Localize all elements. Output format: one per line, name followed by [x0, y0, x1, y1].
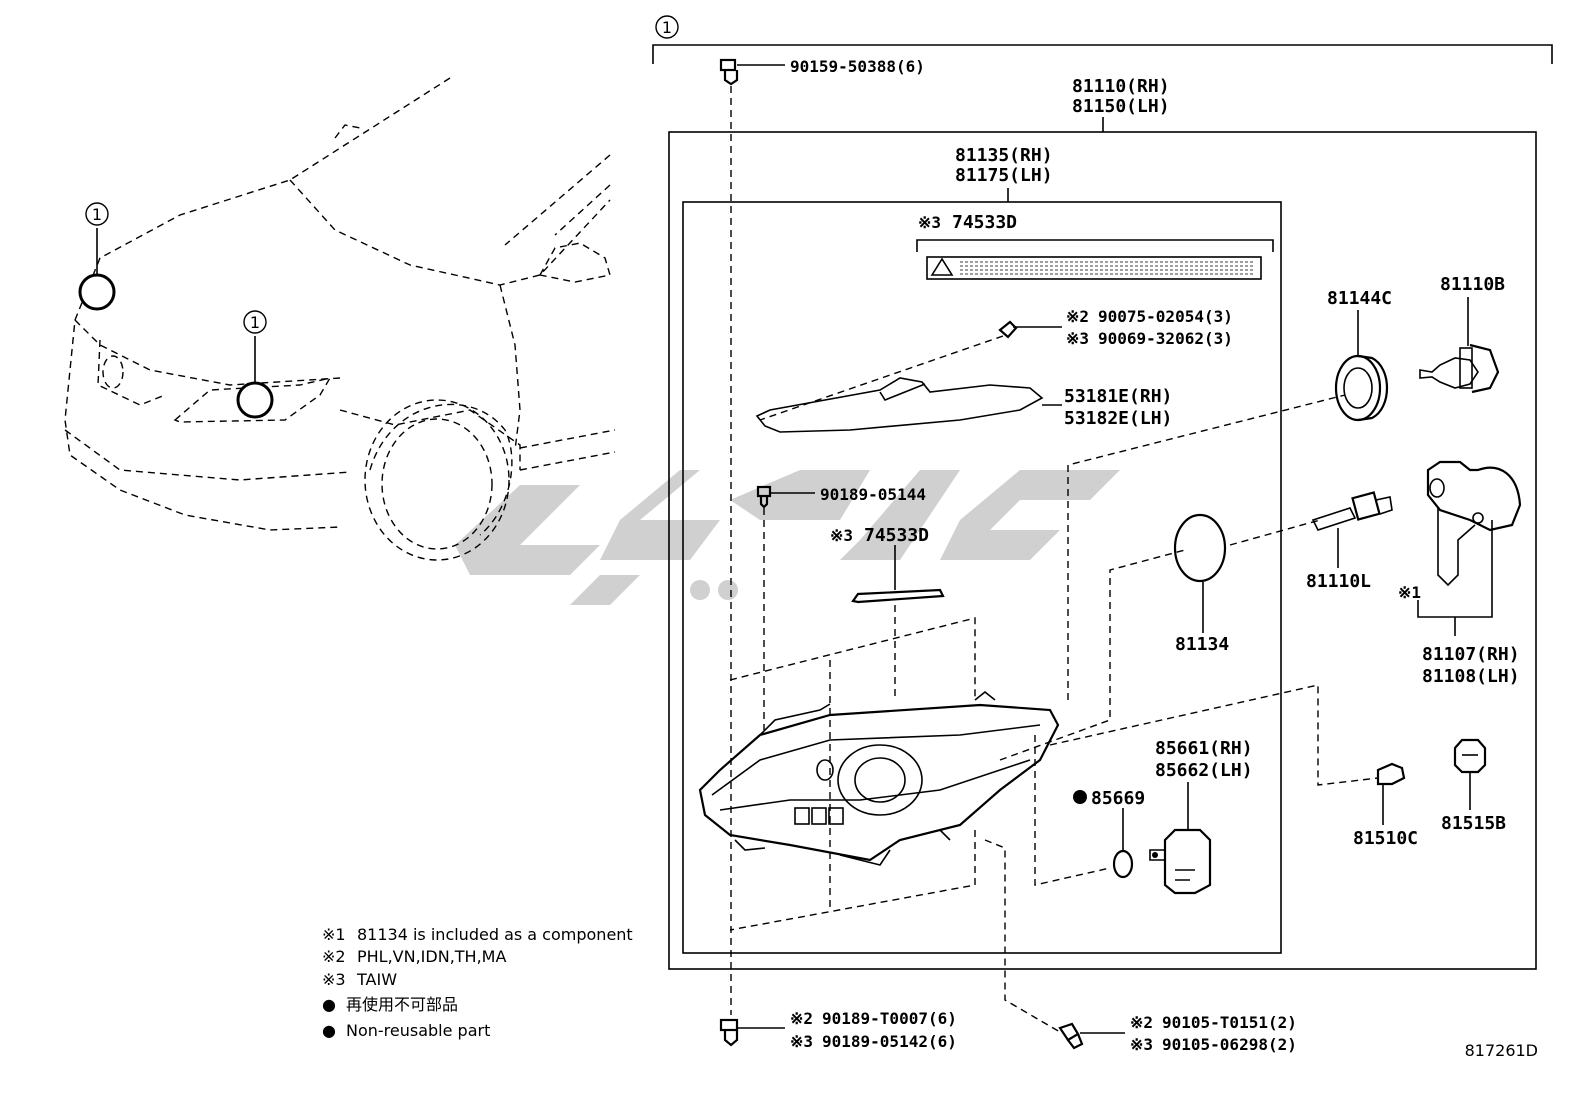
clip-icon — [756, 485, 772, 509]
legend-notes: ※1 81134 is included as a component ※2 P… — [322, 925, 633, 1040]
callout-marker: 1 — [250, 313, 260, 332]
label-bulb-socket: 81515B — [1441, 813, 1506, 834]
label-actuator-lh: 85662(LH) — [1155, 760, 1253, 781]
label-clip-mid: 90189-05144 — [820, 485, 926, 504]
label-housing-lh: 81175(LH) — [955, 165, 1053, 186]
mark-ballast: ※1 — [1398, 583, 1421, 602]
label-screw-bot-b: 90105-06298(2) — [1162, 1035, 1297, 1054]
note-mark-3: ※3 — [322, 970, 346, 989]
halogen-bulb-icon — [1419, 343, 1500, 394]
gasket-ring-icon — [1173, 513, 1227, 583]
housing-box — [682, 201, 1282, 954]
note-text-2: PHL,VN,IDN,TH,MA — [357, 947, 506, 966]
bolt-icon — [719, 58, 739, 86]
xenon-bulb-icon — [1311, 491, 1393, 531]
label-socket-cap: 81144C — [1327, 288, 1392, 309]
car-front-illustration: 1 1 — [64, 77, 616, 561]
label-cover-rh: 53181E(RH) — [1064, 386, 1172, 407]
label-wedge-bulb: 81510C — [1353, 828, 1418, 849]
headlamp-cover-icon — [755, 377, 1044, 433]
label-clip-bot-b: 90189-05142(6) — [822, 1032, 957, 1051]
label-screw-bot-a: 90105-T0151(2) — [1162, 1013, 1297, 1032]
label-bolt-top: 90159-50388(6) — [790, 57, 925, 76]
label-o-ring: 85669 — [1091, 788, 1145, 809]
note-text-3: TAIW — [356, 970, 397, 989]
note-text-5: Non-reusable part — [346, 1021, 490, 1040]
note-mark-2: ※2 — [322, 947, 346, 966]
label-cover-lh: 53182E(LH) — [1064, 408, 1172, 429]
mark-clip-bot-a: ※2 — [790, 1009, 813, 1028]
callout-marker: 1 — [92, 205, 102, 224]
note-mark-1: ※1 — [322, 925, 346, 944]
note-mark-4: ● — [322, 995, 336, 1014]
headlamp-location-right — [236, 381, 274, 419]
leveling-actuator-icon — [1149, 828, 1212, 895]
label-ballast-rh: 81107(RH) — [1422, 644, 1520, 665]
label-gasket: 81134 — [1175, 634, 1229, 655]
label-xenon-bulb: 81110L — [1306, 571, 1371, 592]
clip-icon-bottom — [719, 1018, 739, 1047]
socket-cap-icon — [1334, 354, 1389, 422]
label-ballast-lh: 81108(LH) — [1422, 666, 1520, 687]
mark-screw-b: ※3 — [1066, 329, 1089, 348]
label-headlamp-assy-lh: 81150(LH) — [1072, 96, 1170, 117]
note-text-1: 81134 is included as a component — [357, 925, 633, 944]
screw-icon — [998, 320, 1062, 339]
mark-screw-bot-a: ※2 — [1130, 1013, 1153, 1032]
ballast-unit-icon — [1426, 460, 1522, 587]
label-strip-icon — [851, 588, 945, 604]
label-screw-a: 90075-02054(3) — [1098, 307, 1233, 326]
label-actuator-rh: 85661(RH) — [1155, 738, 1253, 759]
headlamp-location-left — [78, 273, 116, 311]
label-headlamp-assy-rh: 81110(RH) — [1072, 76, 1170, 97]
mark-screw-a: ※2 — [1066, 307, 1089, 326]
label-housing-rh: 81135(RH) — [955, 145, 1053, 166]
label-caution-mid: 74533D — [864, 525, 929, 546]
bulb-socket-icon — [1453, 738, 1487, 774]
label-screw-b: 90069-32062(3) — [1098, 329, 1233, 348]
label-caution-top: 74533D — [952, 212, 1017, 233]
o-ring-icon — [1112, 849, 1134, 879]
mark-clip-bot-b: ※3 — [790, 1032, 813, 1051]
watermark-logo — [455, 470, 1120, 605]
diagram-number: 817261D — [1465, 1041, 1538, 1060]
non-reusable-marker-icon — [1073, 790, 1087, 804]
mark-label-mid: ※3 — [830, 526, 853, 545]
mark-label-top: ※3 — [918, 213, 941, 232]
mark-screw-bot-b: ※3 — [1130, 1035, 1153, 1054]
note-text-4: 再使用不可部品 — [346, 995, 458, 1014]
headlamp-unit-icon — [698, 690, 1060, 866]
wedge-bulb-icon — [1376, 762, 1406, 786]
label-halogen-bulb: 81110B — [1440, 274, 1505, 295]
note-mark-5: ● — [322, 1021, 336, 1040]
label-clip-bot-a: 90189-T0007(6) — [822, 1009, 957, 1028]
assembly-callout-marker: 1 — [662, 18, 672, 37]
caution-label-icon — [926, 256, 1262, 280]
assembly-bracket: 1 — [652, 15, 1553, 64]
screw-icon-bottom — [1058, 1022, 1084, 1050]
